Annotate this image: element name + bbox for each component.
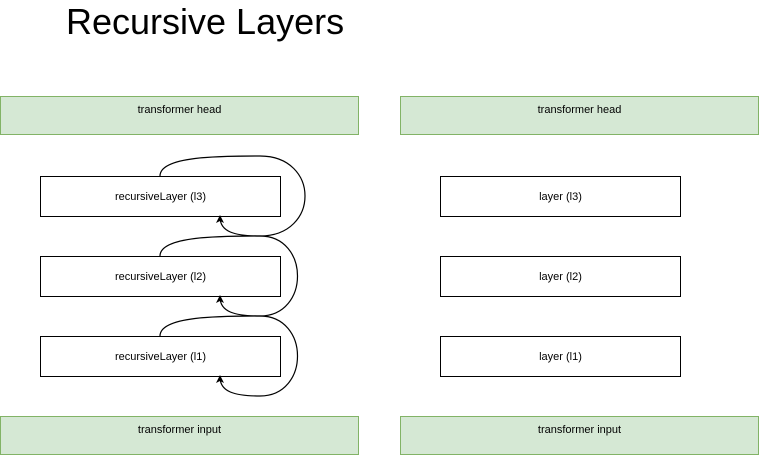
left-recursive-layer-l3: recursiveLayer (l3) — [40, 176, 281, 217]
right-layer-l2: layer (l2) — [440, 256, 681, 297]
left-recursive-layer-l2: recursiveLayer (l2) — [40, 256, 281, 297]
diagram-title: Recursive Layers — [66, 1, 345, 42]
right-layer-l1: layer (l1) — [440, 336, 681, 377]
right-transformer-input: transformer input — [400, 416, 759, 455]
left-transformer-input: transformer input — [0, 416, 359, 455]
left-transformer-head: transformer head — [0, 96, 359, 135]
right-layer-l3: layer (l3) — [440, 176, 681, 217]
right-transformer-head: transformer head — [400, 96, 759, 135]
left-recursive-layer-l1: recursiveLayer (l1) — [40, 336, 281, 377]
